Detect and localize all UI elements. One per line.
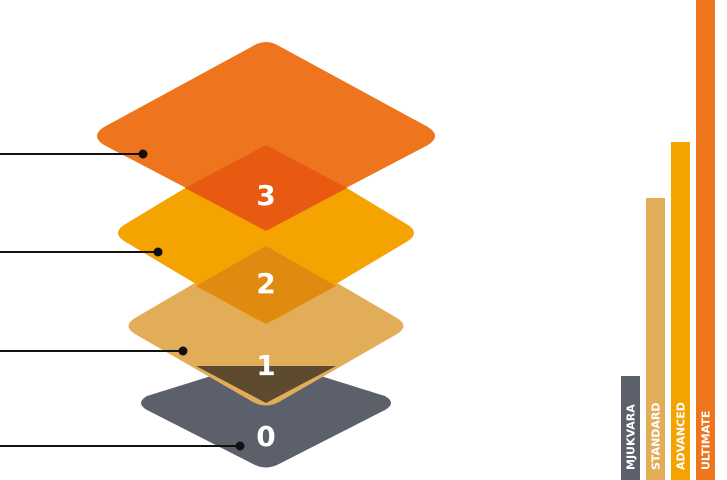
bar-mjukvara [621,376,640,480]
leader-line-1 [0,346,188,356]
layer-1-overlap [196,366,336,403]
bar-label-advanced: ADVANCED [675,402,688,470]
layer-1-number: 1 [256,349,275,382]
bar-label-ultimate: ULTIMATE [700,411,713,470]
layer-2-number: 2 [256,267,275,300]
bar-label-mjukvara: MJUKVARA [625,404,638,470]
tier-bars: MJUKVARA STANDARD ADVANCED ULTIMATE [621,0,715,480]
leader-line-0 [0,441,245,451]
layer-2-overlap [196,246,336,324]
layer-3-number: 3 [256,179,275,212]
bar-standard [646,198,665,480]
layer-3-overlap [185,145,347,231]
leader-line-3 [0,149,148,159]
layer-0-diamond [141,359,391,468]
layer-0-number: 0 [256,420,275,453]
bar-advanced [671,142,690,480]
bar-label-standard: STANDARD [650,402,663,470]
layer-3-diamond [97,42,435,227]
leader-line-2 [0,247,163,257]
bar-ultimate [696,0,715,480]
